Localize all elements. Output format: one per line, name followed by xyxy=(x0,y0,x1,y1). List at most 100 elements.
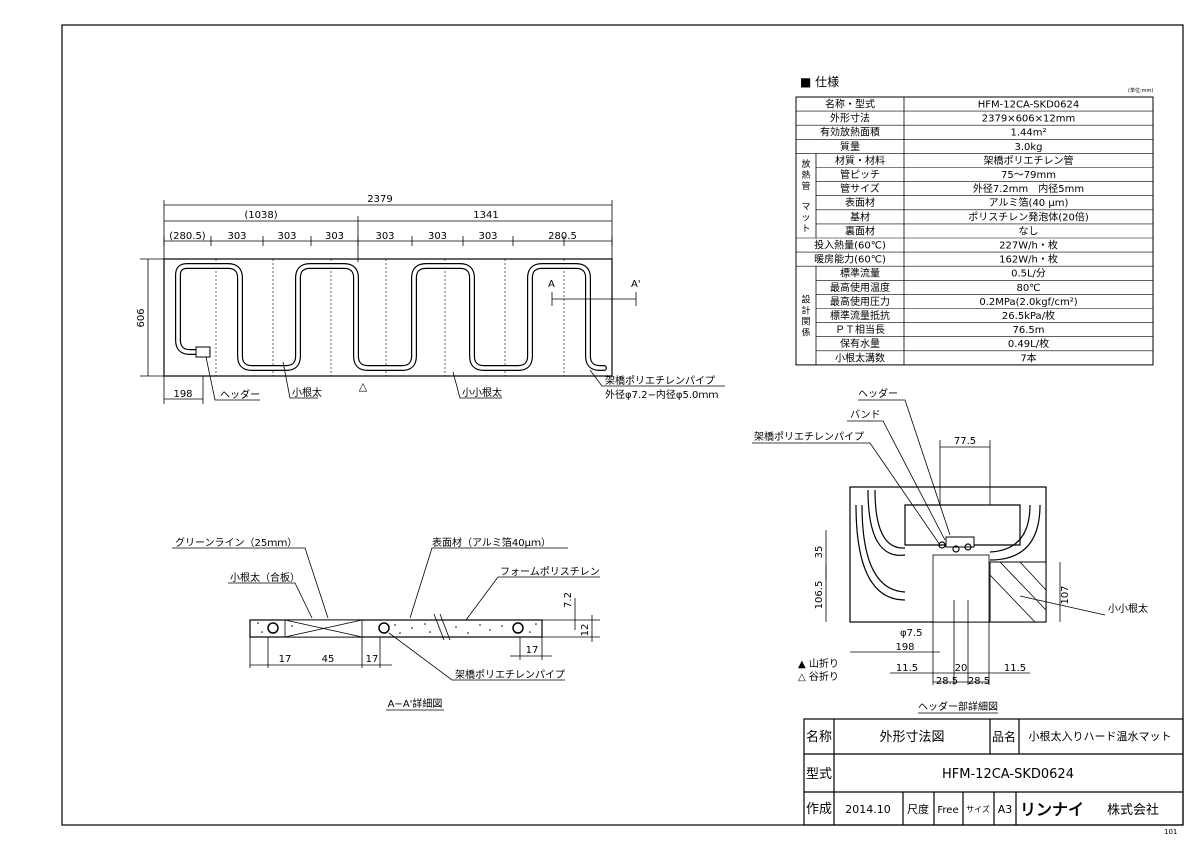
spec-value: 0.49L/枚 xyxy=(1008,337,1049,350)
hd-dim-115a: 11.5 xyxy=(896,663,918,674)
hd-dim-20: 20 xyxy=(955,663,968,674)
section-label-green: グリーンライン（25ｍｍ） xyxy=(175,536,297,549)
pitch-label: 303 xyxy=(375,231,394,242)
spec-label: 保有水量 xyxy=(840,337,880,350)
spec-label: 裏面材 xyxy=(845,224,875,237)
spec-value: 外径7.2mm 内径5mm xyxy=(973,182,1084,195)
spec-value: 7本 xyxy=(1020,351,1036,364)
sec-dim-17b: 17 xyxy=(366,654,379,665)
hd-label-small-joist: 小小根太 xyxy=(1108,602,1148,615)
hd-dim-phi: φ7.5 xyxy=(900,628,923,639)
sheet-number: 101 xyxy=(1164,828,1177,836)
hd-dim-775-label: 77.5 xyxy=(954,436,976,447)
tb-made-label: 作成 xyxy=(806,802,832,817)
hd-fitting-1 xyxy=(938,541,946,549)
foam-dot xyxy=(411,627,413,629)
section-label-pipe: 架橋ポリエチレンパイプ xyxy=(455,668,565,681)
hd-label-band: バンド xyxy=(850,409,881,421)
hd-label-pipe: 架橋ポリエチレンパイプ xyxy=(754,430,864,443)
foam-dot xyxy=(455,626,457,628)
section-pipe-1 xyxy=(267,622,279,634)
foam-dot xyxy=(399,632,401,634)
tb-company-suffix: 株式会社 xyxy=(1107,802,1159,818)
spec-label: 基材 xyxy=(850,210,870,223)
sec-dim-17c: 17 xyxy=(526,645,539,656)
hd-dim-285b: 28.5 xyxy=(968,676,990,687)
hd-fitting-3 xyxy=(964,543,972,551)
sheet-border xyxy=(61,24,1184,826)
section-caption: A−A'詳細図 xyxy=(388,697,443,710)
section-pipe-3 xyxy=(512,622,524,634)
foam-dot xyxy=(479,624,481,626)
break-line-1 xyxy=(433,613,445,641)
hd-joist-hatch-3 xyxy=(1019,561,1047,591)
spec-group-design: 設計関係 xyxy=(801,294,810,339)
foam-dot xyxy=(501,625,503,627)
spec-value: 227W/h・枚 xyxy=(999,239,1058,252)
spec-value: 0.2MPa(2.0kgf/cm²) xyxy=(979,297,1077,308)
foam-dot xyxy=(429,631,431,633)
plan-dim-left-span: (1038) xyxy=(244,210,277,221)
spec-value: ポリスチレン発泡体(20倍) xyxy=(968,210,1089,223)
spec-title: ■ 仕様 xyxy=(800,75,839,89)
plan-label-pipe: 架橋ポリエチレンパイプ xyxy=(605,374,715,387)
joist-hatch-2 xyxy=(284,619,363,638)
section-label-foam: フォームポリスチレン xyxy=(500,566,600,578)
tb-model-value: HFM-12CA-SKD0624 xyxy=(942,767,1074,782)
tb-made-value: 2014.10 xyxy=(845,803,891,816)
pitch-label: 303 xyxy=(277,231,296,242)
leader-joist xyxy=(282,361,318,399)
section-mark-a2: A' xyxy=(631,279,641,290)
leader-green xyxy=(172,547,329,619)
spec-value: 3.0kg xyxy=(1014,142,1042,153)
tb-name-value: 外形寸法図 xyxy=(879,730,944,745)
leader-header xyxy=(205,356,260,401)
spec-value: 2379×606×12mm xyxy=(982,114,1076,125)
spec-label: 投入熱量(60℃) xyxy=(814,239,886,252)
spec-value: 80℃ xyxy=(1017,283,1041,294)
plan-label-pipe-size: 外径φ7.2−内径φ5.0ｍｍ xyxy=(605,388,718,401)
spec-label: 名称・型式 xyxy=(825,98,875,111)
plan-label-header: ヘッダー xyxy=(220,388,260,401)
tb-product-value: 小根太入りハード温水マット xyxy=(1029,729,1172,743)
legend-mountain: ▲ 山折り xyxy=(798,657,839,670)
plan-dim-height-label: 606 xyxy=(136,308,147,327)
legend-valley: △ 谷折り xyxy=(798,670,839,683)
header-block xyxy=(195,346,211,358)
spec-group-radiator: 放熱管 xyxy=(801,158,810,192)
serpentine-pipe-core xyxy=(176,264,606,370)
foam-dot xyxy=(424,623,426,625)
header-detail: ヘッダー バンド 架橋ポリエチレンパイプ 小小根太 77.5 35 106.5 … xyxy=(752,387,1148,714)
break-line-2 xyxy=(439,613,451,641)
spec-value: アルミ箔(40 μm) xyxy=(989,196,1069,209)
foam-dot xyxy=(261,631,263,633)
section-body xyxy=(249,619,543,638)
sec-dim-17a: 17 xyxy=(279,654,292,665)
tb-size-value: A3 xyxy=(998,803,1013,816)
hd-leader-small-joist xyxy=(1019,595,1106,616)
hd-notch xyxy=(932,554,990,623)
tb-product-label: 品名 xyxy=(992,729,1016,744)
hd-pipe-curves-right xyxy=(989,504,1041,561)
foam-dot xyxy=(394,624,396,626)
spec-value: 162W/h・枚 xyxy=(999,253,1058,266)
hd-joist-hatch-2 xyxy=(999,561,1047,611)
spec-label: 管サイズ xyxy=(840,182,880,195)
title-block: 名称 外形寸法図 品名 小根太入りハード温水マット 型式 HFM-12CA-SK… xyxy=(803,718,1184,836)
spec-label: 標準流量 xyxy=(840,267,880,280)
spec-unit: (単位:mm) xyxy=(1128,87,1153,94)
spec-value: HFM-12CA-SKD0624 xyxy=(978,100,1080,111)
hd-dim-198-label: 198 xyxy=(895,642,914,653)
spec-value: 75〜79mm xyxy=(1001,170,1056,181)
hd-label-header: ヘッダー xyxy=(858,387,898,400)
spec-label: 材質・材料 xyxy=(835,154,885,167)
leader-surface xyxy=(409,547,568,619)
serpentine-pipe xyxy=(175,263,607,371)
tb-model-label: 型式 xyxy=(806,767,832,782)
spec-table-frame xyxy=(795,96,1154,366)
hd-pipe-curves-left xyxy=(855,489,906,601)
